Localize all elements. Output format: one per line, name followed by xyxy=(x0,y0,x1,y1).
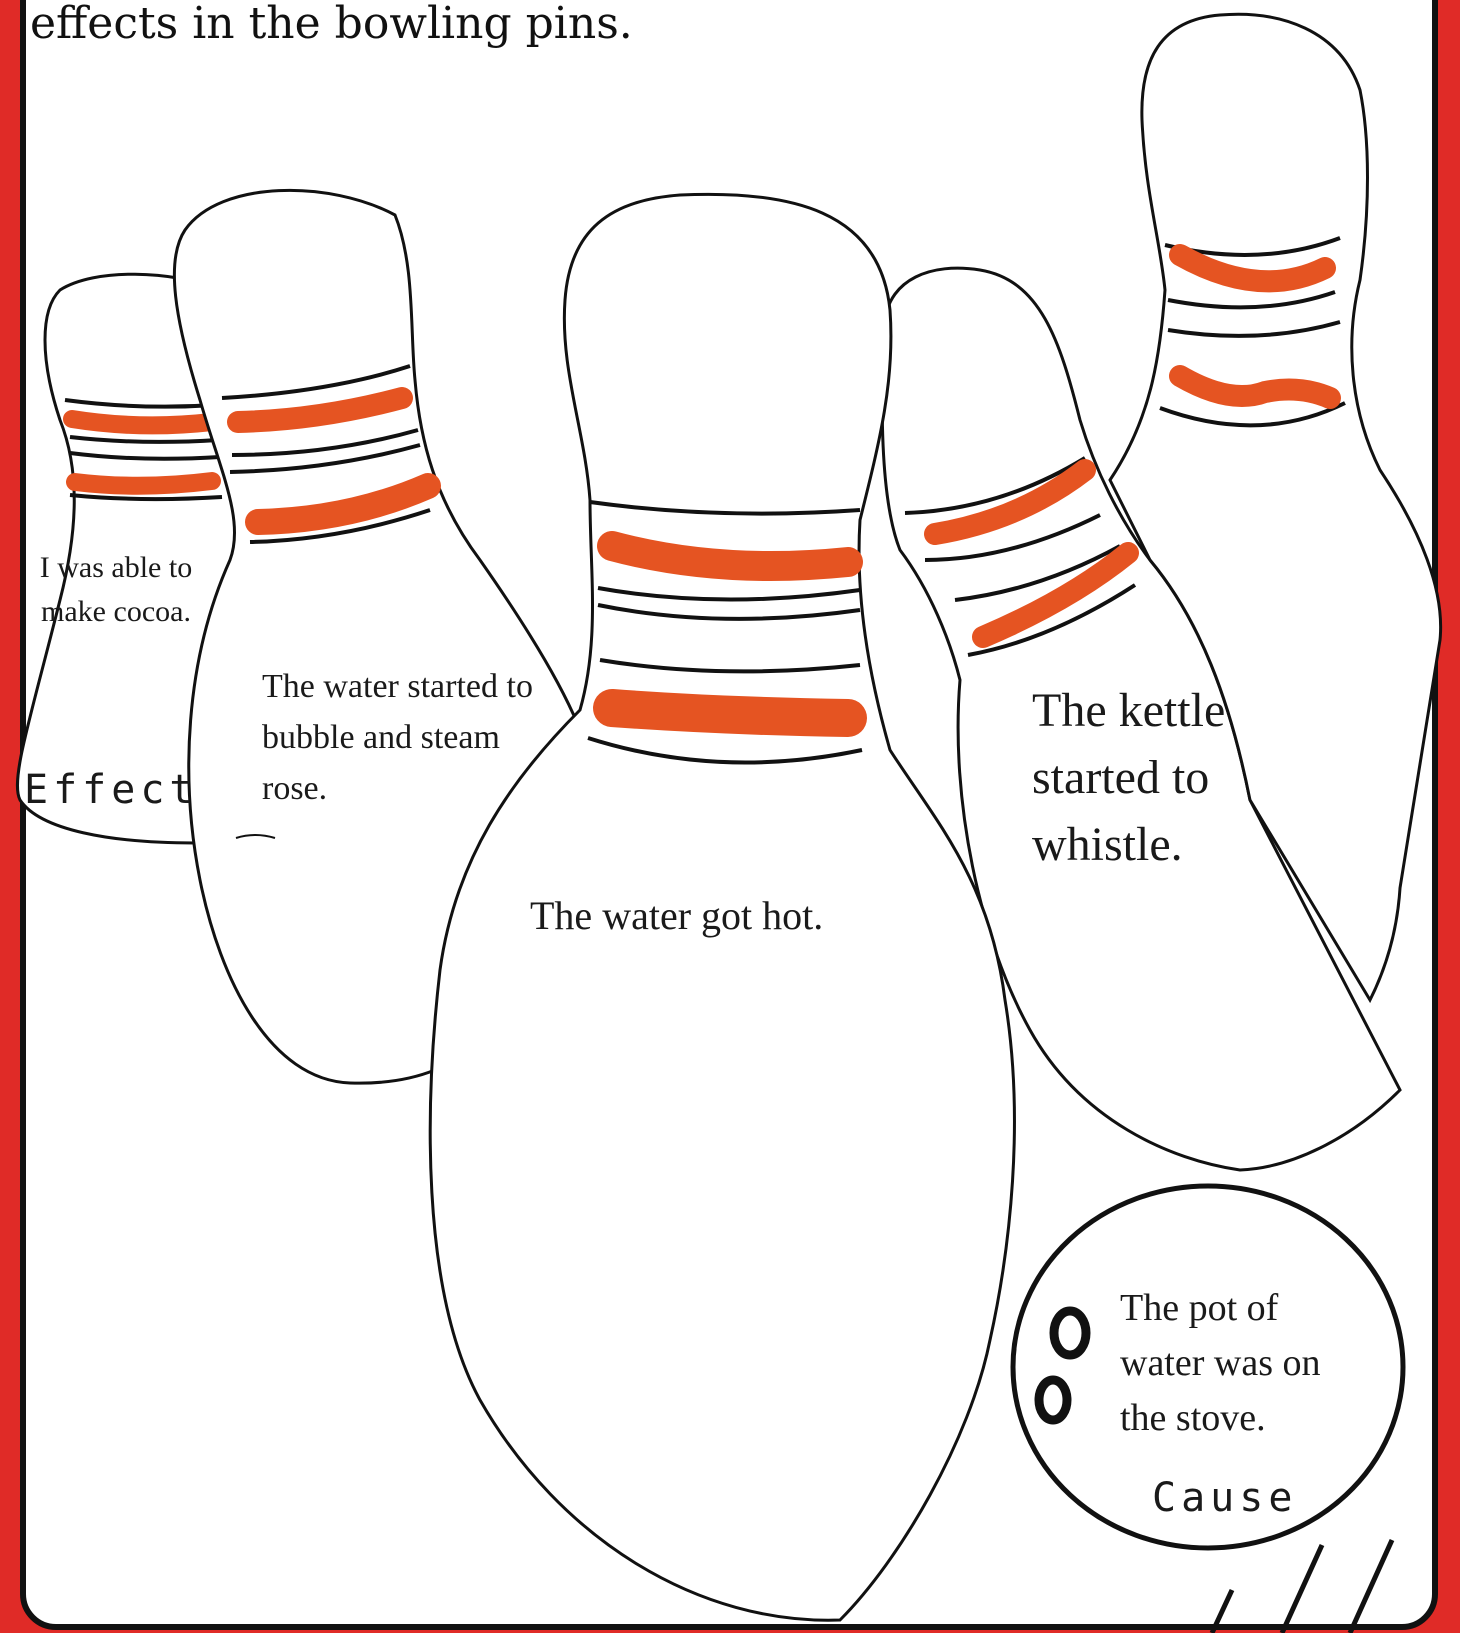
instruction-text: effects in the bowling pins. xyxy=(30,0,633,49)
pin-text-bubble: The water started to bubble and steam ro… xyxy=(262,661,552,814)
pin-text: I was able to make cocoa. xyxy=(26,546,206,634)
pin-text-whistle: The kettle started to whistle. xyxy=(1032,677,1262,878)
cause-label: Cause xyxy=(1152,1475,1297,1521)
ball-text: The pot of water was on the stove. xyxy=(1120,1281,1360,1446)
effect-label: Effect xyxy=(24,767,199,813)
pin-text-cocoa: I was able to make cocoa. xyxy=(26,546,206,634)
pin-text-hot: The water got hot. xyxy=(530,892,823,939)
motion-lines-icon xyxy=(1212,1540,1392,1633)
